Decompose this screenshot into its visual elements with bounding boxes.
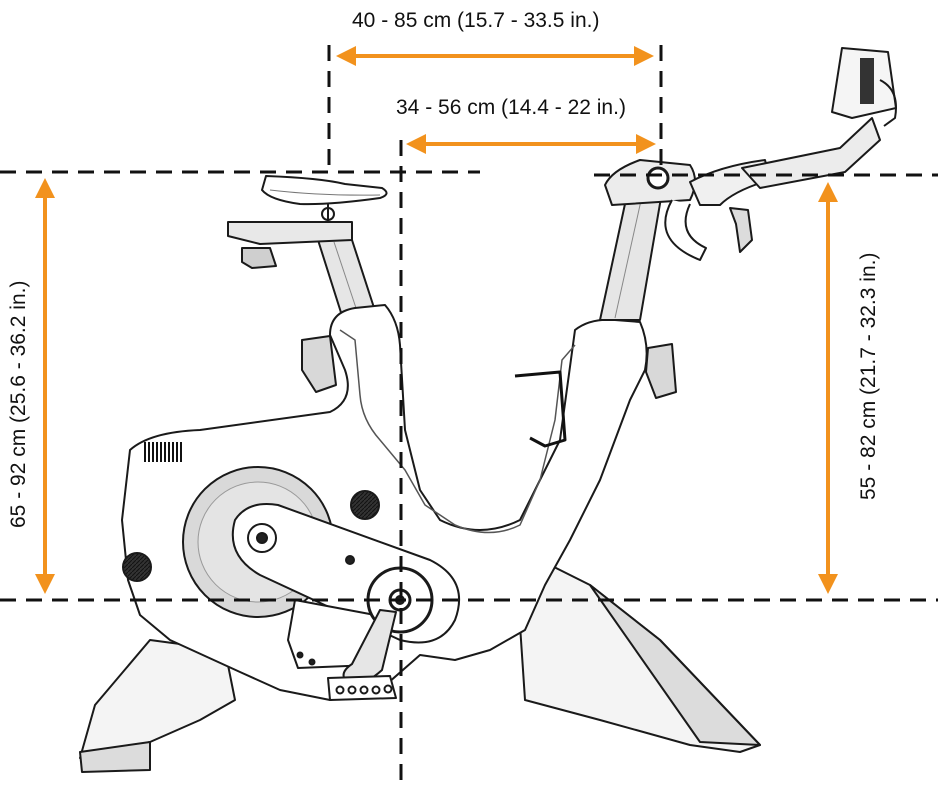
front-foot-shade [589, 584, 761, 746]
saddle [261, 175, 388, 206]
smart-bike-illustration [79, 47, 897, 773]
guide-lines [0, 45, 938, 785]
reach-max-label: 40 - 85 cm (15.7 - 33.5 in.) [352, 9, 600, 32]
rear-foot-pad [79, 741, 151, 773]
handlebar-stem-post [599, 189, 663, 321]
saddle-height-label: 65 - 92 cm (25.6 - 36.2 in.) [7, 280, 30, 528]
brake-lever [729, 207, 753, 253]
rear-side-knob [301, 335, 337, 393]
vent-grille [142, 442, 184, 462]
rear-button [122, 552, 152, 582]
front-side-knob [645, 343, 677, 399]
dimension-arrows [35, 46, 838, 594]
bottle-cage [514, 370, 567, 448]
seat-adjust-knob [241, 247, 277, 269]
saddle-rail [227, 221, 353, 245]
aero-extension [741, 117, 881, 189]
lower-panel [287, 599, 376, 669]
drop-bar-curve [664, 199, 707, 261]
reach-label: 34 - 56 cm (14.4 - 22 in.) [396, 96, 626, 119]
front-button [350, 490, 380, 520]
handlebar-height-label: 55 - 82 cm (21.7 - 32.3 in.) [857, 252, 880, 500]
